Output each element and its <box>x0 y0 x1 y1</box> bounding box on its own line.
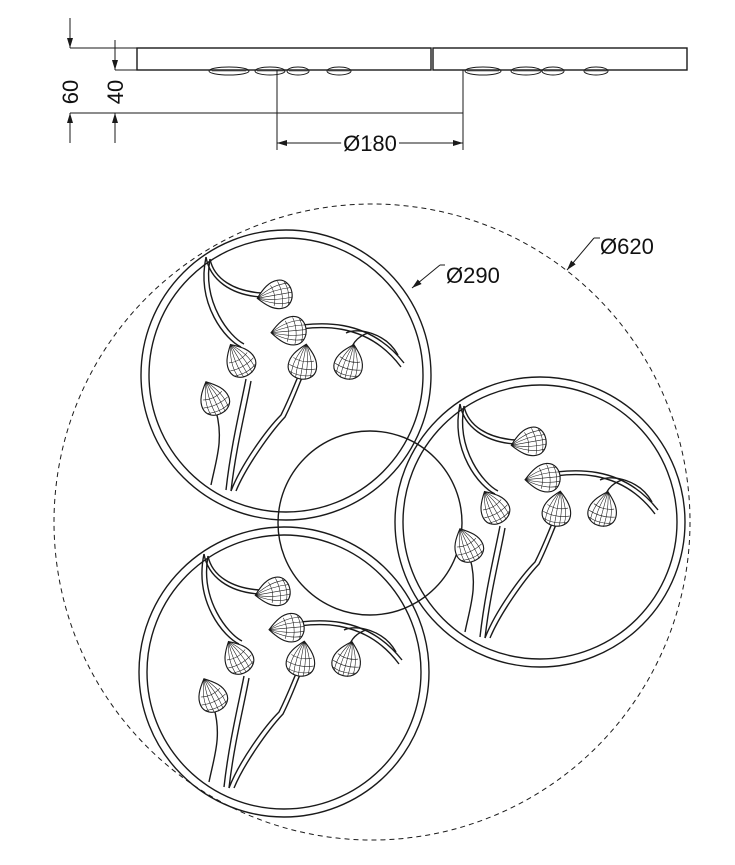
dim-center-diameter: Ø180 <box>343 131 397 156</box>
ring-module-bottom-left <box>139 527 429 817</box>
side-plate-left <box>136 47 432 71</box>
side-crystals-left <box>208 66 352 76</box>
dim-overall-diameter: Ø620 <box>600 234 654 259</box>
side-plate-right <box>432 47 688 71</box>
overall-outline <box>53 203 691 841</box>
ring-module-top-left <box>141 230 431 520</box>
side-crystals-right <box>464 66 609 76</box>
top-view: Ø290 Ø620 <box>53 203 691 841</box>
dim-height-total: 60 <box>58 80 83 104</box>
dim-ring-diameter: Ø290 <box>446 263 500 288</box>
ring-module-right <box>395 377 685 667</box>
center-canopy <box>277 430 463 616</box>
dim-height-body: 40 <box>103 80 128 104</box>
side-view: 60 40 Ø180 <box>58 18 688 159</box>
